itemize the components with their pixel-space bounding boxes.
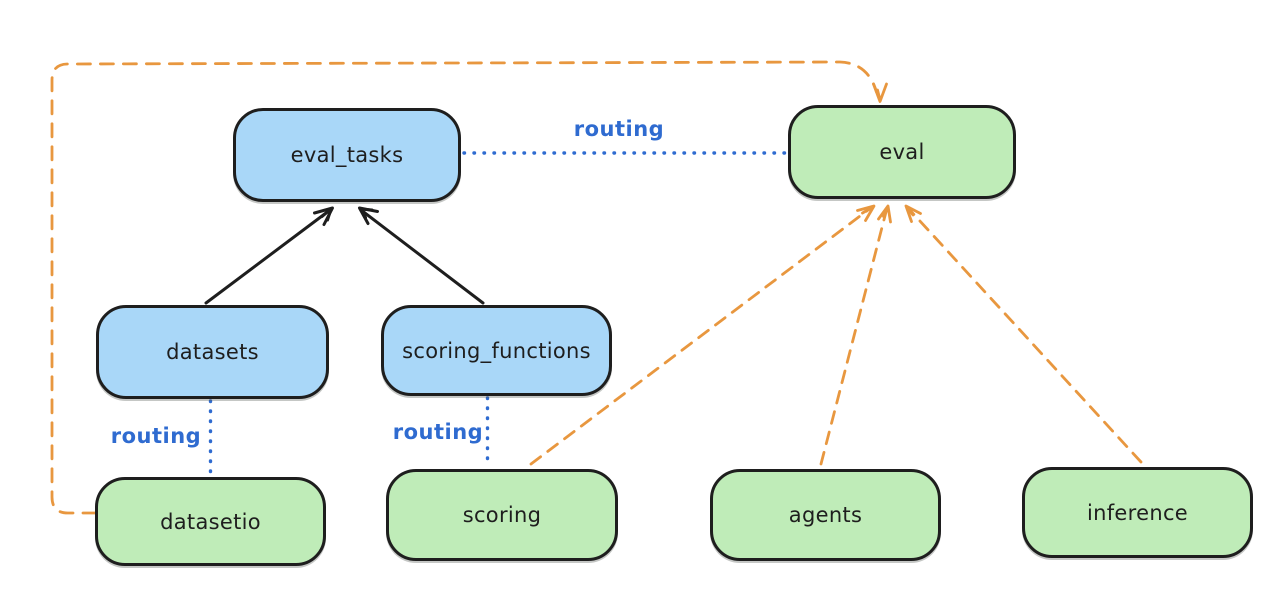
node-agents: agents [710, 469, 941, 561]
node-scoring-functions-label: scoring_functions [402, 338, 591, 363]
node-scoring: scoring [386, 469, 618, 561]
routing-label-datasets-datasetio: routing [110, 424, 202, 448]
node-scoring-functions: scoring_functions [381, 305, 612, 396]
node-datasets-label: datasets [166, 340, 259, 364]
node-eval-tasks-label: eval_tasks [290, 143, 404, 167]
node-inference: inference [1022, 467, 1253, 558]
node-eval-label: eval [879, 140, 925, 164]
node-inference-label: inference [1086, 500, 1189, 525]
node-scoring-label: scoring [462, 503, 542, 527]
routing-label-eval-tasks-eval: routing [573, 117, 665, 141]
node-datasetio: datasetio [95, 477, 326, 566]
edge-agents-to-eval [819, 206, 889, 466]
node-agents-label: agents [788, 503, 863, 527]
edge-inference-to-eval [906, 206, 1143, 464]
edge-datasets-to-eval-tasks [204, 206, 334, 305]
routing-label-scoring-functions-scoring: routing [392, 420, 484, 444]
node-datasets: datasets [96, 305, 329, 399]
node-eval-tasks: eval_tasks [233, 108, 461, 202]
node-eval: eval [788, 105, 1016, 199]
edge-scoring-functions-to-eval-tasks [358, 206, 485, 305]
node-datasetio-label: datasetio [160, 509, 261, 534]
